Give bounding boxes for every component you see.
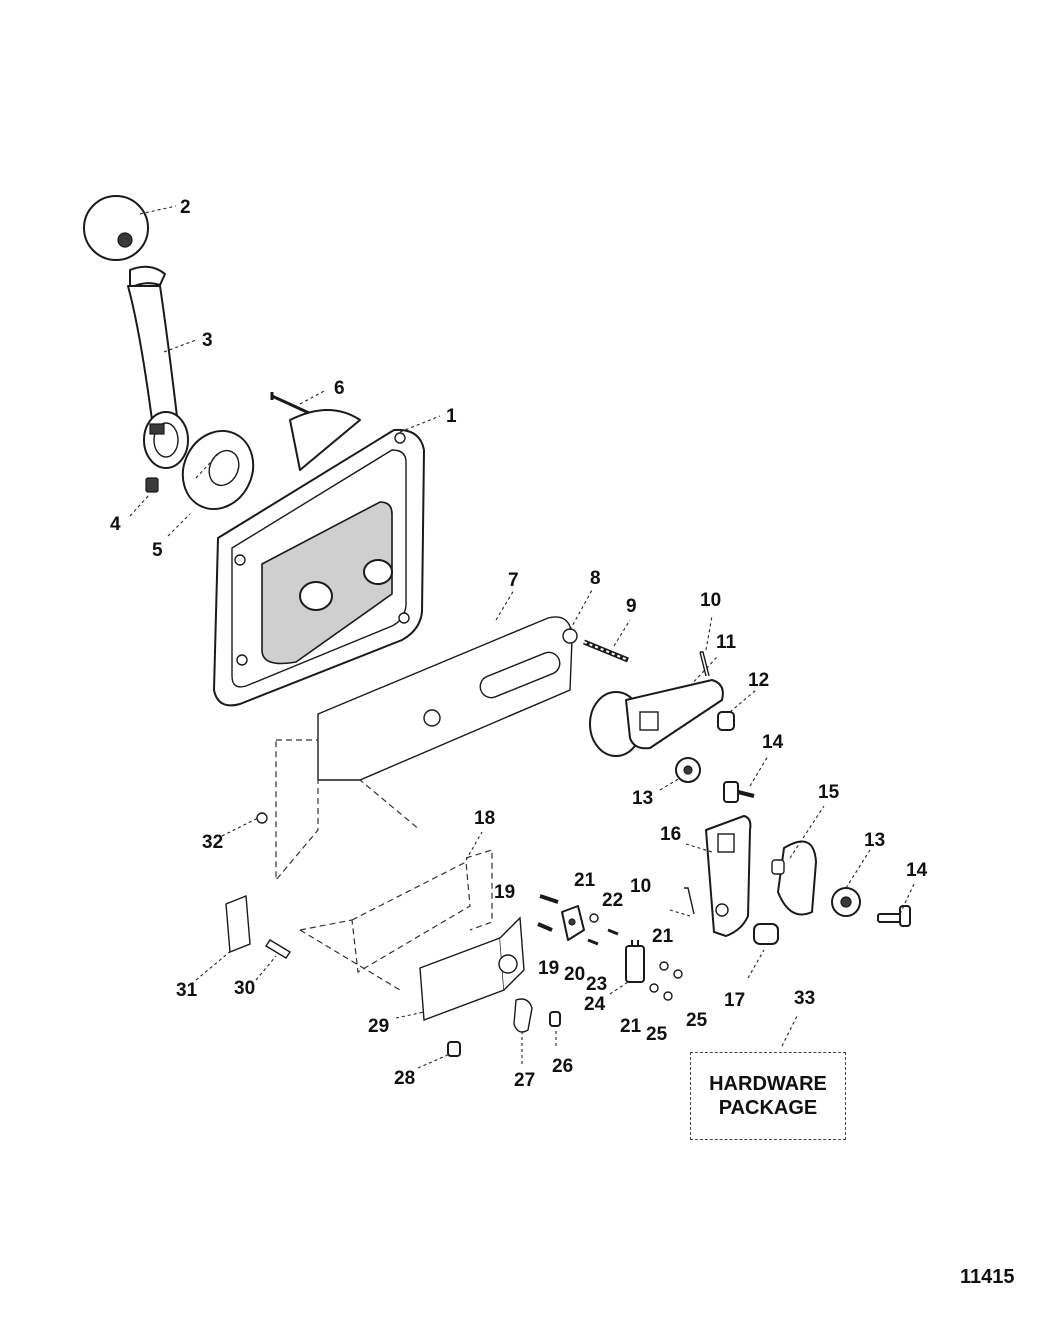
- part-17-bushing: [753, 923, 779, 945]
- part-25-nuts: [663, 969, 683, 1001]
- callout-14-lower: 14: [906, 860, 928, 881]
- callout-13-upper: 13: [632, 788, 653, 809]
- part-14-screw-upper: [723, 781, 755, 803]
- part-3-handle: [127, 265, 189, 469]
- part-28-screw: [447, 1041, 461, 1057]
- callout-25-upper: 25: [686, 1010, 708, 1031]
- callout-18: 18: [474, 808, 495, 829]
- part-31-clip: [225, 894, 251, 954]
- part-13-washer-lower: [831, 887, 861, 917]
- part-10-cotter-pin-lower: [684, 887, 695, 915]
- part-14-screw-lower: [877, 905, 911, 927]
- part-29-bracket: [419, 916, 525, 1021]
- callout-3: 3: [202, 330, 213, 351]
- callout-labels: 2 3 6 1 4 5 7 8 9 10 11 12 13 14 15 16 1…: [110, 197, 928, 1091]
- part-30-pin: [265, 939, 291, 959]
- callout-32: 32: [202, 832, 223, 853]
- callout-21-upper: 21: [574, 870, 596, 891]
- callout-13-lower: 13: [864, 830, 885, 851]
- leader-lines: [129, 205, 915, 1069]
- callout-25-lower: 25: [646, 1024, 668, 1045]
- part-4-set-screw: [145, 477, 159, 493]
- part-5-detent-ring: [181, 430, 255, 510]
- part-20-switch-plate: [561, 905, 585, 941]
- callout-27: 27: [514, 1070, 535, 1091]
- callout-21-mid: 21: [652, 926, 674, 947]
- figure-number: 11415: [960, 1266, 1015, 1288]
- hardware-package-line2: PACKAGE: [718, 1097, 818, 1119]
- part-13-washer-upper: [675, 757, 701, 783]
- callout-10-lower: 10: [630, 876, 651, 897]
- part-7-plate: [317, 616, 573, 781]
- part-21-washers: [589, 913, 669, 993]
- callout-15: 15: [818, 782, 840, 803]
- part-8-nut: [562, 628, 578, 644]
- part-11-lever-arm: [589, 679, 724, 757]
- part-1-control-housing: [213, 409, 425, 707]
- callout-14-upper: 14: [762, 732, 784, 753]
- callout-21-lower: 21: [620, 1016, 642, 1037]
- part-23-screw: [587, 938, 599, 946]
- hardware-package-line1: HARDWARE: [709, 1073, 827, 1095]
- callout-28: 28: [394, 1068, 415, 1089]
- callout-24: 24: [584, 994, 606, 1015]
- callout-30: 30: [234, 978, 255, 999]
- callout-10-top: 10: [700, 590, 721, 611]
- mounting-bracket: [256, 739, 421, 882]
- callout-11: 11: [716, 632, 737, 653]
- callout-33: 33: [794, 988, 815, 1009]
- callout-12: 12: [748, 670, 769, 691]
- callout-26: 26: [552, 1056, 573, 1077]
- part-12-bushing: [717, 711, 735, 731]
- callout-23: 23: [586, 974, 607, 995]
- part-24-switch: [625, 940, 645, 983]
- part-18-bracket-plate: [299, 849, 493, 991]
- callout-4: 4: [110, 514, 121, 535]
- callout-6: 6: [334, 378, 345, 399]
- callout-16: 16: [660, 824, 681, 845]
- callout-19-lower: 19: [538, 958, 559, 979]
- part-2-knob: [83, 195, 149, 261]
- part-22-screw: [607, 928, 619, 936]
- part-10-cotter-pin-top: [699, 651, 710, 677]
- part-27-clip: [513, 998, 533, 1033]
- callout-31: 31: [176, 980, 198, 1001]
- callout-17: 17: [724, 990, 745, 1011]
- callout-22: 22: [602, 890, 623, 911]
- part-9-bolt: [583, 639, 629, 663]
- callout-9: 9: [626, 596, 637, 617]
- hardware-package-box: HARDWARE PACKAGE: [690, 1052, 846, 1140]
- part-16-link-plate: [705, 815, 752, 937]
- callout-1: 1: [446, 406, 457, 427]
- callout-20: 20: [564, 964, 585, 985]
- part-26-screw: [549, 1011, 561, 1027]
- part-19-screws: [537, 894, 559, 932]
- callout-8: 8: [590, 568, 601, 589]
- callout-5: 5: [152, 540, 163, 561]
- callout-29: 29: [368, 1016, 389, 1037]
- callout-19-upper: 19: [494, 882, 515, 903]
- callout-7: 7: [508, 570, 519, 591]
- callout-2: 2: [180, 197, 191, 218]
